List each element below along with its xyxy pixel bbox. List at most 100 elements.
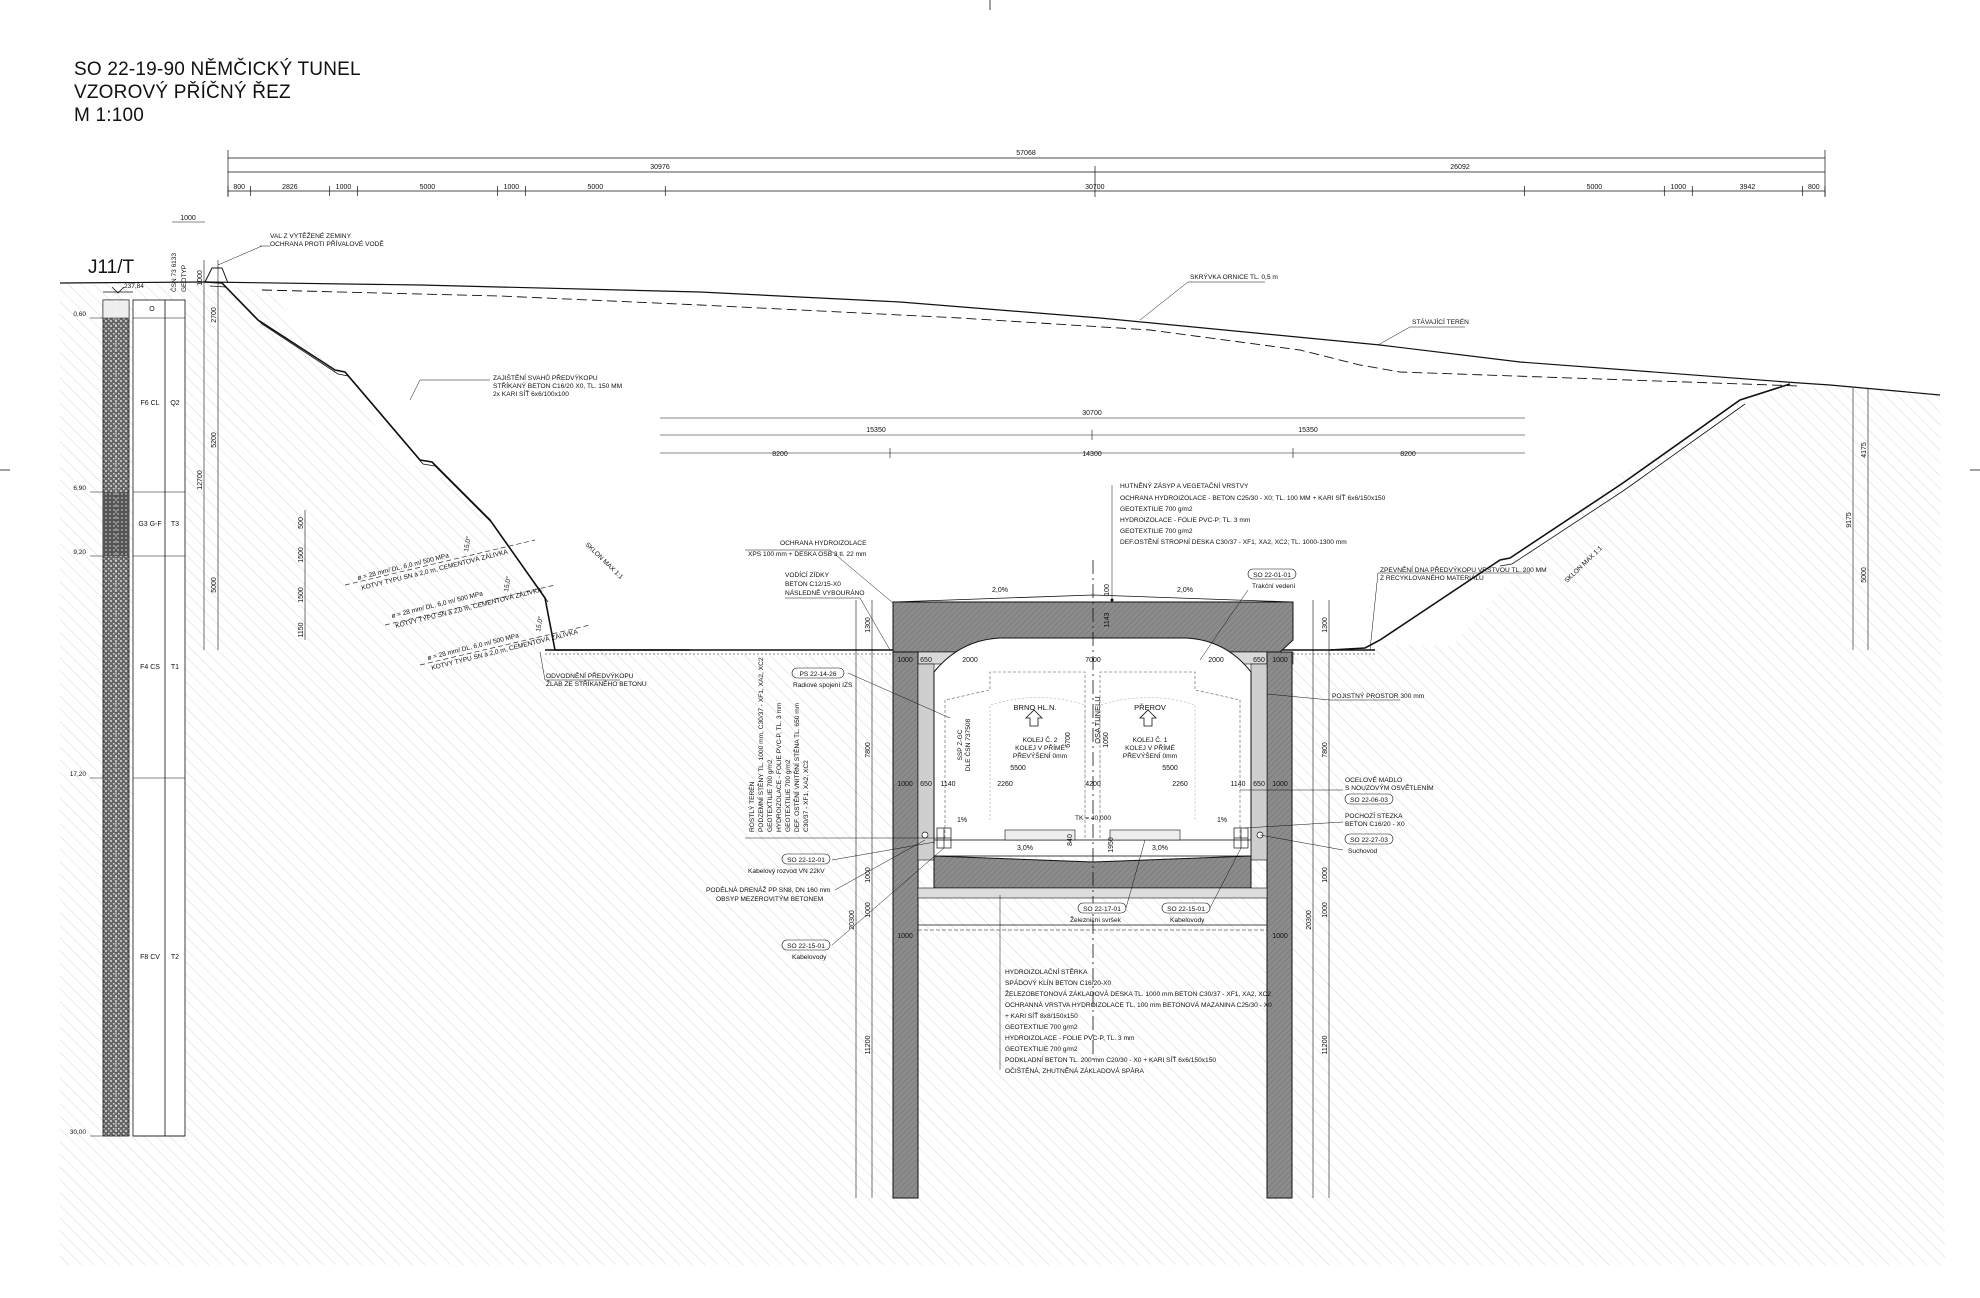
dim-top-row-6: 30700 [1085, 184, 1105, 191]
note-zasyp3: GEOTEXTILIE 700 g/m2 [1120, 506, 1193, 513]
note-wall3: GEOTEXTILIE 700 g/m2 [767, 759, 774, 832]
dim-top-right: 26092 [1450, 164, 1470, 171]
ref-so-22-27-03: SO 22-27-03 [1350, 837, 1388, 844]
note-zasyp2: OCHRANA HYDROIZOLACE - BETON C25/30 - X0… [1120, 493, 1386, 502]
left-slope-shotcrete [209, 285, 549, 603]
dim-top-inner-left: 2000 [962, 657, 978, 664]
note-ochr2: XPS 100 mm + DESKA OSB 3 tl. 22 mm [748, 551, 867, 558]
track-2: KOLEJ Č. 2 [1023, 735, 1058, 744]
note-wall1: ROSTLÝ TERÉN [747, 781, 756, 832]
dim-top-row-0: 800 [233, 184, 245, 191]
dim-bottom-left: 2260 [997, 781, 1013, 788]
note-wall5: GEOTEXTILIE 700 g/m2 [785, 759, 792, 832]
borehole-top-level: 237,84 [124, 283, 144, 290]
dim-bottom-right: 2260 [1172, 781, 1188, 788]
note-odvod: ODVODNĚNÍ PŘEDVÝKOPU [546, 671, 634, 680]
track-1-cant: PŘEVÝŠENÍ 0mm [1123, 751, 1178, 760]
ref-so-22-01-01: SO 22-01-01 [1253, 572, 1291, 579]
note-odvod2: ŽLAB ZE STŘÍKANÉHO BETONU [546, 679, 647, 688]
note-base1: HYDROIZOLAČNÍ STĚRKA [1005, 967, 1088, 976]
borehole-log: J11/T 237,84 ČSN 73 6133 GEOTYP 0,60 6,9… [70, 253, 188, 1137]
dim-wall-mid-left: 1000 [897, 781, 913, 788]
ref-so-22-12-01: SO 22-12-01 [787, 857, 825, 864]
layer-code-2: T3 [171, 521, 179, 528]
layer-class-2: G3 G-F [138, 521, 161, 528]
layer-class-0: O [149, 306, 155, 313]
note-base2: SPÁDOVÝ KLÍN BETON C16/20-X0 [1005, 978, 1111, 987]
dim-top-row-9: 3942 [1740, 184, 1756, 191]
dim-av-3: 1150 [298, 622, 305, 637]
ref-so-22-15-01-a: SO 22-15-01 [787, 943, 825, 950]
dim-height: 6700 [1065, 732, 1072, 748]
slope-roof-left: 2,0% [992, 587, 1008, 594]
tunnel-axis-label: OSA TUNELU [1093, 696, 1102, 743]
note-zasyp1: HUTNĚNÝ ZÁSYP A VEGETAČNÍ VRSTVY [1120, 481, 1249, 490]
note-wall7: C30/37 - XF1, XA2, XC2 [803, 760, 810, 832]
layer-class-4: F8 CV [140, 954, 160, 961]
dim-sr-0: 1300 [1322, 617, 1329, 633]
dim-roof-thk: 1143 [1104, 612, 1111, 627]
dim-rv-0: 4175 [1861, 442, 1868, 458]
dim-inner-total: 30700 [1082, 410, 1102, 417]
borehole-col-label-2: GEOTYP [181, 265, 188, 292]
right-slope-shotcrete [1499, 403, 1746, 567]
dim-sr-3: 1000 [1322, 902, 1329, 918]
dim-roof-100: 100 [1104, 584, 1111, 596]
top-dimension-lines [227, 150, 1826, 197]
dim-top-row-2: 1000 [336, 184, 352, 191]
dim-top-row-10: 800 [1808, 184, 1820, 191]
note-svah: ZAJIŠTĚNÍ SVAHŮ PŘEDVÝKOPU [493, 373, 598, 382]
dim-track-left: 5500 [1010, 765, 1026, 772]
note-suchovod: Suchovod [1348, 848, 1378, 855]
note-radio: Radiové spojení IZS [793, 682, 853, 689]
dim-top-row-8: 1000 [1671, 184, 1687, 191]
dim-lv-3: 12700 [197, 470, 204, 490]
depth-1: 6,90 [73, 485, 86, 492]
note-base5: + KARI SÍŤ 8x8/150x150 [1005, 1011, 1078, 1020]
note-base3: ŽELEZOBETONOVÁ ZÁKLADOVÁ DESKA TL. 1000 … [1005, 989, 1271, 998]
note-base6: GEOTEXTILIE 700 g/m2 [1005, 1024, 1078, 1031]
topsoil-strip-line [261, 289, 1801, 387]
track-1: KOLEJ Č. 1 [1133, 735, 1168, 744]
dim-inner-half-right: 15350 [1298, 427, 1318, 434]
note-val: VAL Z VYTĚŽENÉ ZEMINY [270, 231, 352, 240]
dim-wall-left: 1000 [897, 657, 913, 664]
layer-code-1: Q2 [170, 400, 179, 407]
dim-curb-left: 1140 [940, 781, 955, 788]
dim-top-row-3: 5000 [420, 184, 436, 191]
dim-top-left: 30976 [650, 164, 670, 171]
dim-base: 840 [1067, 834, 1074, 846]
note-anchor-dim-3: 15,0° [534, 615, 545, 632]
dim-sr-5: 11200 [1322, 1035, 1329, 1054]
note-base10: OČIŠTĚNÁ, ZHUTNĚNÁ ZÁKLADOVÁ SPÁRA [1005, 1066, 1144, 1075]
ref-so-22-17-01: SO 22-17-01 [1083, 906, 1121, 913]
note-wall4: HYDROIZOLACE - FOLIE PVC-P, TL. 3 mm [776, 702, 783, 832]
depth-3: 17,20 [70, 771, 87, 778]
dim-av-1: 1500 [298, 547, 305, 563]
dim-top-row-4: 1000 [504, 184, 520, 191]
note-wall6: DEF. OSTĚNÍ VNITŘNÍ STĚNA TL. 650 mm [792, 702, 801, 832]
dim-axis-gap: 7000 [1085, 657, 1101, 664]
depth-2: 9,20 [73, 549, 86, 556]
roof-annotations: HUTNĚNÝ ZÁSYP A VEGETAČNÍ VRSTVY OCHRANA… [745, 481, 1386, 661]
direction-brno: BRNO HL.N. [1014, 703, 1057, 712]
excavation-void [262, 283, 1775, 650]
note-vod1: VODÍCÍ ZÍDKY [785, 570, 830, 579]
slope-roof-right: 2,0% [1177, 587, 1193, 594]
dim-slab-h: 1950 [1108, 837, 1115, 853]
note-madlo2: S NOUZOVÝM OSVĚTLENÍM [1345, 783, 1434, 792]
layer-class-1: F6 CL [140, 400, 159, 407]
dim-wall-right: 1000 [1272, 657, 1288, 664]
dim-lv-2: 5200 [211, 432, 218, 448]
title-section: VZOROVÝ PŘÍČNÝ ŘEZ [74, 82, 291, 103]
dim-sr-4: 20300 [1306, 910, 1313, 930]
note-madlo1: OCELOVÉ MADLO [1345, 775, 1402, 784]
note-zasyp6: DEF.OSTĚNÍ STROPNÍ DESKA C30/37 - XF1, X… [1120, 537, 1347, 546]
note-dren1: PODÉLNÁ DRENÁŽ PP SN8, DN 160 mm [706, 885, 831, 894]
dim-top-row-1: 2826 [282, 184, 298, 191]
dim-track-right: 5500 [1162, 765, 1178, 772]
ref-so-22-15-01-b: SO 22-15-01 [1167, 906, 1205, 913]
note-ochr1: OCHRANA HYDROIZOLACE [780, 540, 867, 547]
slope-drain-left: 1% [957, 817, 967, 824]
inner-width-dims [660, 417, 1525, 458]
